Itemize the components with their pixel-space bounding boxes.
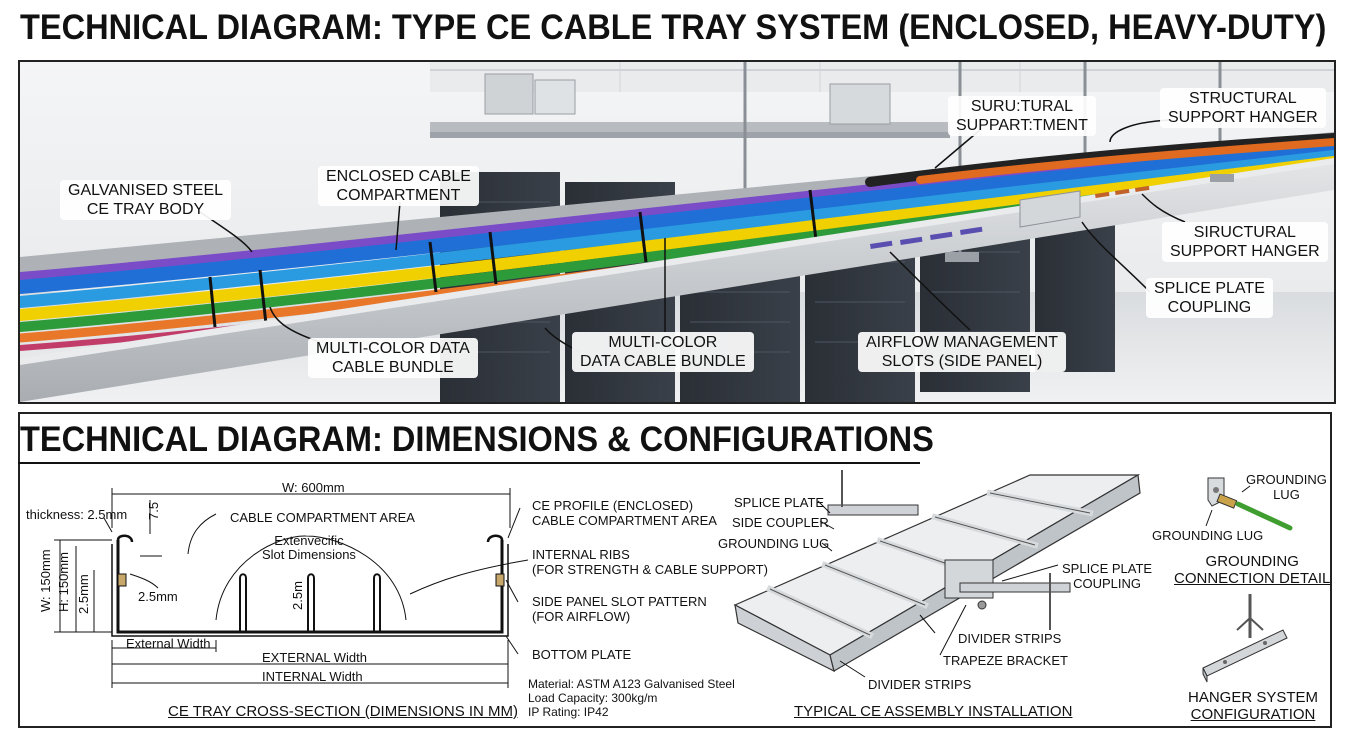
callout-line: CE TRAY BODY bbox=[86, 201, 205, 218]
internal-ribs-label: INTERNAL RIBS (FOR STRENGTH & CABLE SUPP… bbox=[532, 547, 768, 577]
callout-line: STRUCTURAL bbox=[1189, 90, 1297, 107]
spec-line: Material: ASTM A123 Galvanised Steel bbox=[528, 677, 735, 691]
spec-line: IP Rating: IP42 bbox=[528, 705, 609, 719]
page-title: TECHNICAL DIAGRAM: TYPE CE CABLE TRAY SY… bbox=[20, 8, 1327, 47]
assembly-trapeze-bracket-label: TRAPEZE BRACKET bbox=[943, 653, 1068, 668]
slot-dimensions-label: Extenvecific Slot Dimensions bbox=[262, 534, 356, 562]
callout-splice-plate: SPLICE PLATE COUPLING bbox=[1146, 278, 1273, 318]
callout-line: MULTI-COLOR bbox=[608, 334, 718, 351]
callout-line: AIRFLOW MANAGEMENT bbox=[866, 334, 1059, 351]
label-line: (FOR AIRFLOW) bbox=[532, 609, 631, 624]
callout-enclosed-compartment: ENCLOSED CABLE COMPARTMENT bbox=[318, 166, 479, 206]
side-slot bbox=[117, 573, 127, 587]
callout-line: MULTI-COLOR DATA bbox=[316, 340, 470, 357]
section-title: TECHNICAL DIAGRAM: DIMENSIONS & CONFIGUR… bbox=[20, 420, 934, 459]
label-line: COUPLING bbox=[1073, 576, 1141, 591]
external-width-small-label: External Width bbox=[126, 636, 211, 651]
compartment-area-label: CABLE COMPARTMENT AREA bbox=[230, 510, 415, 525]
label-line: CABLE COMPARTMENT AREA bbox=[532, 513, 717, 528]
lip-dim-label: 7.5 bbox=[146, 501, 161, 520]
label-line: (FOR STRENGTH & CABLE SUPPORT) bbox=[532, 562, 768, 577]
bottom-plate-label: BOTTOM PLATE bbox=[532, 647, 632, 662]
internal-width-label: INTERNAL Width bbox=[262, 669, 363, 684]
callout-structural-top-left: SURU:TURAL SUPPART:TMENT bbox=[948, 96, 1096, 136]
ce-profile-label: CE PROFILE (ENCLOSED) CABLE COMPARTMENT … bbox=[532, 498, 717, 528]
photo-panel: GALVANISED STEEL CE TRAY BODY ENCLOSED C… bbox=[18, 60, 1336, 404]
dimensions-panel bbox=[18, 412, 1332, 728]
callout-structural-top-right: STRUCTURAL SUPPORT HANGER bbox=[1160, 88, 1326, 128]
assembly-divider-strips-label: DIVIDER STRIPS bbox=[958, 631, 1062, 646]
w150-label: W: 150mm bbox=[38, 549, 53, 612]
splice-plate bbox=[1019, 190, 1081, 228]
h150-label: H: 150mm bbox=[56, 552, 71, 612]
assembly-side-coupler-label: SIDE COUPLER bbox=[732, 515, 829, 530]
side-dim-label: 2.5mm bbox=[138, 589, 178, 604]
label-line: Slot Dimensions bbox=[262, 547, 356, 562]
v25-label: 2.5mm bbox=[76, 574, 91, 614]
title-line: HANGER SYSTEM bbox=[1188, 689, 1319, 706]
side-slot bbox=[495, 573, 505, 587]
callout-line: SLOTS (SIDE PANEL) bbox=[881, 353, 1043, 370]
grounding-drawing bbox=[1205, 477, 1293, 531]
assembly-splice-coupling-label: SPLICE PLATE COUPLING bbox=[1062, 561, 1152, 591]
label-line: GROUNDING bbox=[1246, 472, 1327, 487]
assembly-grounding-lug-label: GROUNDING LUG bbox=[718, 536, 830, 551]
thickness-label: thickness: 2.5mm bbox=[26, 507, 128, 522]
callout-line: SUPPART:TMENT bbox=[956, 117, 1088, 134]
label-line: LUG bbox=[1273, 487, 1300, 502]
grounding-lug-left-label: GROUNDING LUG bbox=[1152, 528, 1264, 543]
callout-line: SUPPORT HANGER bbox=[1170, 243, 1320, 260]
airflow-slots bbox=[870, 226, 983, 249]
hanger-title: HANGER SYSTEM CONFIGURATION bbox=[1188, 689, 1318, 723]
hanger-drawing bbox=[1202, 594, 1288, 683]
spec-line: Load Capacity: 300kg/m bbox=[528, 691, 658, 705]
ground-wire bbox=[1235, 501, 1293, 531]
label-line: SIDE PANEL SLOT PATTERN bbox=[532, 594, 707, 609]
callout-line: SPLICE PLATE bbox=[1154, 280, 1265, 297]
assembly-splice-plate-label: SPLICE PLATE bbox=[734, 495, 825, 510]
title-line: CONNECTION DETAIL bbox=[1174, 570, 1331, 587]
label-line: Extenvecific bbox=[274, 533, 344, 548]
callout-tray-body: GALVANISED STEEL CE TRAY BODY bbox=[60, 180, 232, 220]
assembly-divider-strips-label-2: DIVIDER STRIPS bbox=[868, 677, 972, 692]
assembly-caption: TYPICAL CE ASSEMBLY INSTALLATION bbox=[794, 703, 1073, 720]
cross-section-caption: CE TRAY CROSS-SECTION (DIMENSIONS IN MM) bbox=[168, 703, 519, 720]
title-line: CONFIGURATION bbox=[1190, 706, 1316, 723]
grounding-lug-top-label: GROUNDING LUG bbox=[1246, 472, 1327, 502]
callout-line: SIRUCTURAL bbox=[1193, 224, 1296, 241]
label-line: SPLICE PLATE bbox=[1062, 561, 1153, 576]
rib-dim-label: 2.5m bbox=[290, 581, 305, 610]
callout-line: DATA CABLE BUNDLE bbox=[580, 353, 746, 370]
callout-line: CABLE BUNDLE bbox=[331, 359, 454, 376]
photo-illustration bbox=[20, 62, 1334, 402]
label-line: INTERNAL RIBS bbox=[532, 547, 630, 562]
callout-line: GALVANISED STEEL bbox=[68, 182, 224, 199]
width-label: W: 600mm bbox=[282, 480, 345, 495]
side-slot-label: SIDE PANEL SLOT PATTERN (FOR AIRFLOW) bbox=[532, 594, 707, 624]
cross-section-drawing bbox=[54, 488, 529, 688]
grounding-title: GROUNDING CONNECTION DETAIL bbox=[1174, 553, 1330, 587]
spec-list: Material: ASTM A123 Galvanised Steel Loa… bbox=[528, 677, 735, 719]
section-underline bbox=[18, 462, 920, 464]
title-line: GROUNDING bbox=[1205, 553, 1299, 570]
callout-line: ENCLOSED CABLE bbox=[326, 168, 471, 185]
callout-line: COMPARTMENT bbox=[336, 187, 461, 204]
callout-bundle-left: MULTI-COLOR DATA CABLE BUNDLE bbox=[308, 338, 478, 378]
assembly-drawing bbox=[733, 470, 1141, 678]
external-width-label: EXTERNAL Width bbox=[262, 650, 367, 665]
callout-airflow-slots: AIRFLOW MANAGEMENT SLOTS (SIDE PANEL) bbox=[858, 332, 1067, 372]
callout-line: SUPPORT HANGER bbox=[1168, 109, 1318, 126]
label-line: CE PROFILE (ENCLOSED) bbox=[532, 498, 694, 513]
callout-bundle-mid: MULTI-COLOR DATA CABLE BUNDLE bbox=[572, 332, 754, 372]
callout-line: COUPLING bbox=[1167, 299, 1252, 316]
trapeze-bracket bbox=[827, 504, 919, 516]
callout-structural-right: SIRUCTURAL SUPPORT HANGER bbox=[1162, 222, 1328, 262]
callout-line: SURU:TURAL bbox=[970, 98, 1074, 115]
